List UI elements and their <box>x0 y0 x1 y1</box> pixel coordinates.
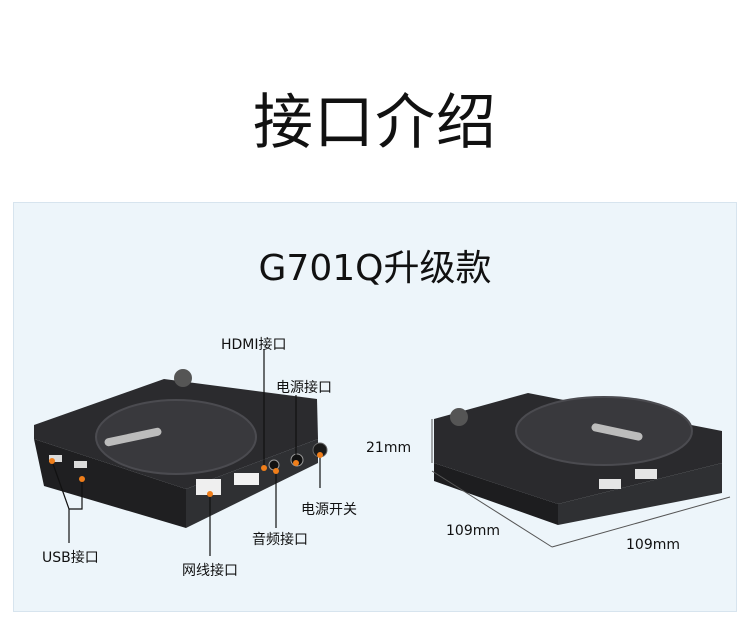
power-switch-label: 电源开关 <box>301 502 357 518</box>
hdmi-label: HDMI接口 <box>221 337 287 353</box>
height-dimension: 21mm <box>366 440 412 456</box>
right-device-front <box>434 463 558 525</box>
depth-dimension: 109mm <box>446 523 500 539</box>
right-device-side <box>558 463 722 525</box>
device-illustration <box>34 349 731 556</box>
power-port-label: 电源接口 <box>276 380 332 396</box>
interface-panel: G701Q升级款 <box>13 202 737 612</box>
left-device-disc <box>95 399 257 475</box>
model-title: G701Q升级款 <box>258 248 492 289</box>
usb-label: USB接口 <box>42 550 99 566</box>
page-title: 接口介绍 <box>253 88 497 158</box>
width-dimension: 109mm <box>626 537 680 553</box>
left-device-front <box>34 439 186 528</box>
audio-label: 音频接口 <box>252 532 308 548</box>
network-label: 网线接口 <box>182 563 238 579</box>
